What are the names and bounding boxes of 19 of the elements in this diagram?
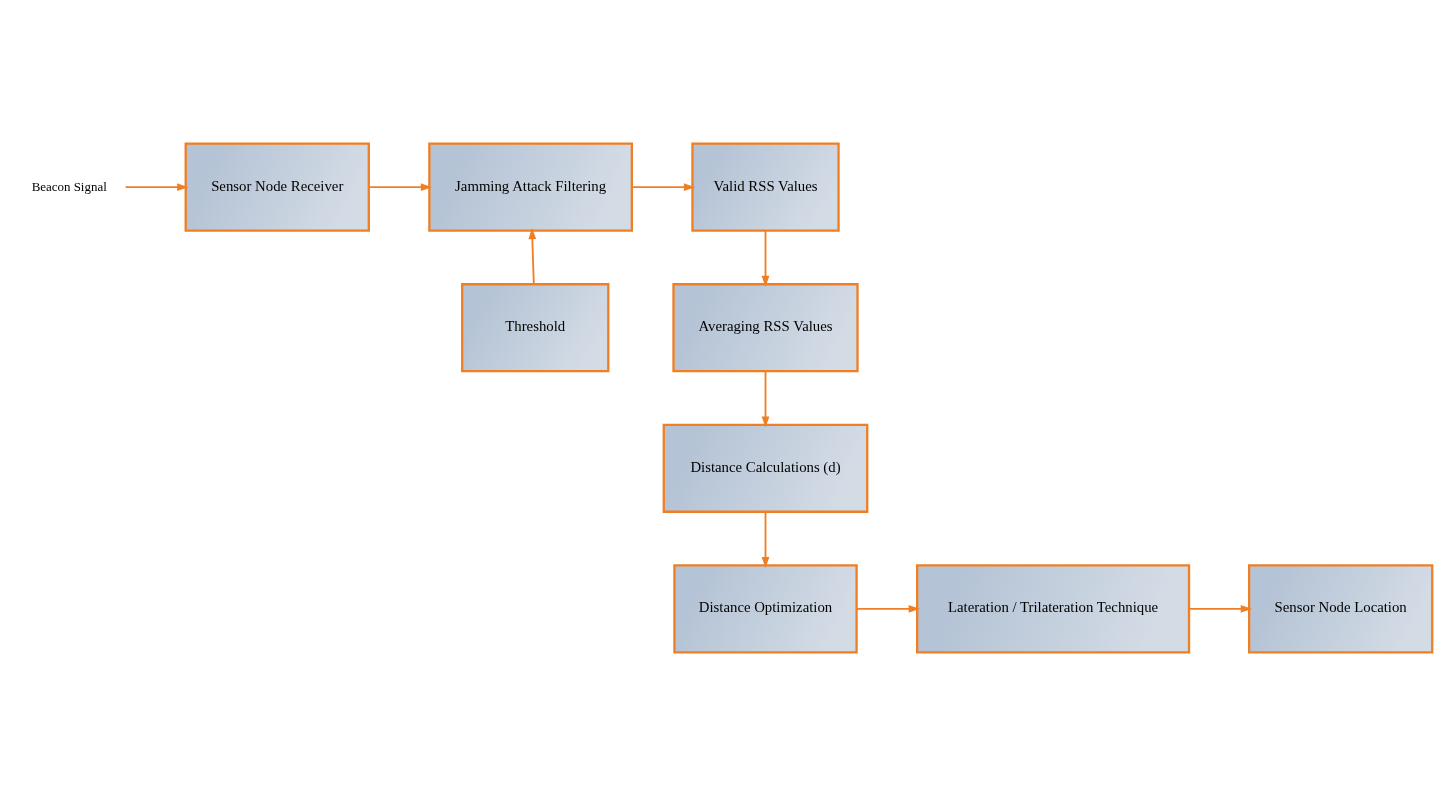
arrow bbox=[761, 369, 770, 428]
arrow bbox=[124, 182, 189, 191]
arrow bbox=[528, 227, 537, 285]
node-box: Averaging RSS Values bbox=[672, 282, 859, 372]
arrow bbox=[367, 182, 432, 191]
node-box: Jamming Attack Filtering bbox=[428, 142, 634, 232]
node-box: Distance Calculations (d) bbox=[662, 423, 869, 513]
node-text: Beacon Signal bbox=[31, 178, 107, 194]
node-box: Sensor Node Receiver bbox=[184, 142, 370, 232]
arrow bbox=[1188, 604, 1252, 613]
node-box: Sensor Node Location bbox=[1247, 563, 1434, 653]
node-box: Distance Optimization bbox=[673, 563, 858, 653]
arrow bbox=[761, 510, 770, 568]
node-box: Valid RSS Values bbox=[691, 142, 840, 232]
node-box: Lateration / Trilateration Technique bbox=[916, 563, 1191, 653]
arrow bbox=[631, 182, 696, 191]
node-box: Threshold bbox=[461, 282, 610, 372]
arrow bbox=[855, 604, 920, 613]
arrow bbox=[761, 229, 770, 287]
